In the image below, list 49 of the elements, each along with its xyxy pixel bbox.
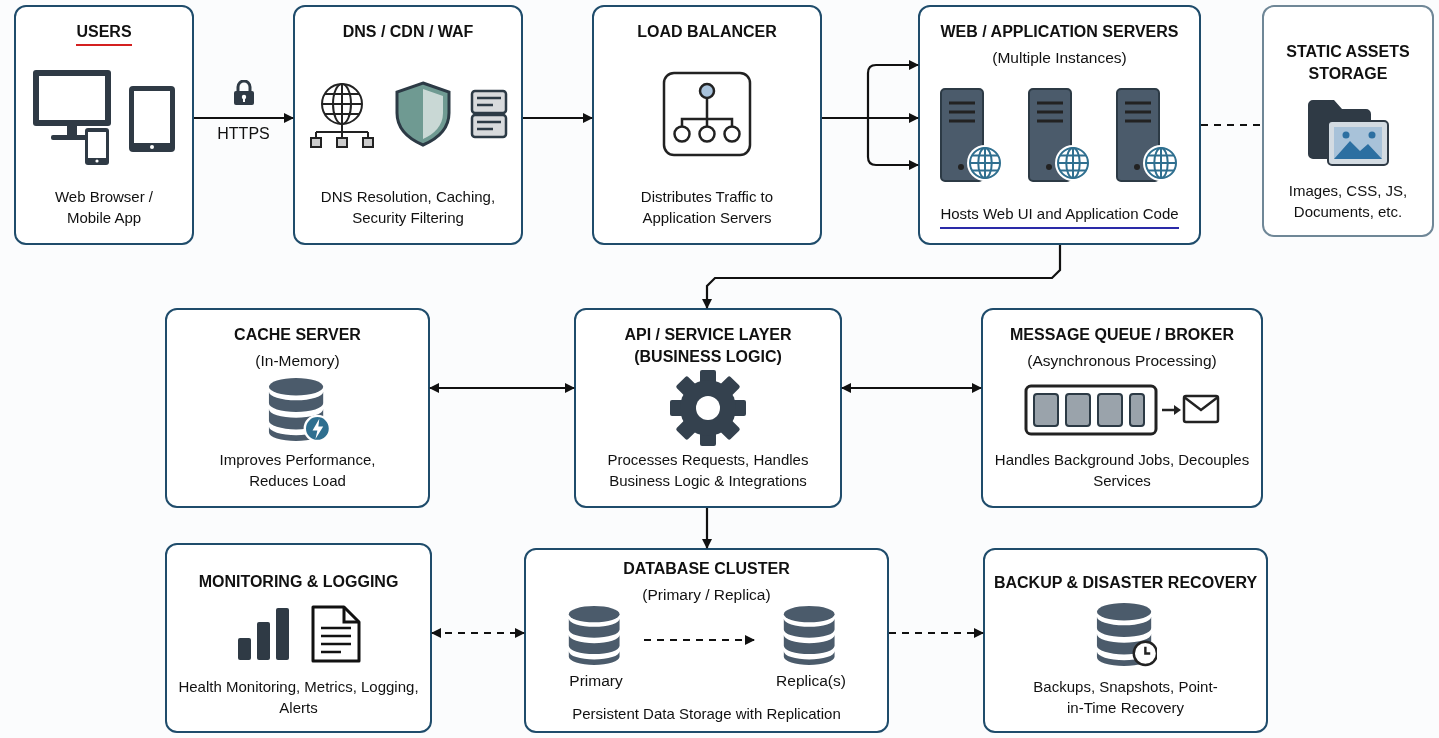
arrow xyxy=(429,383,575,393)
box-description: Persistent Data Storage with Replication xyxy=(572,704,841,725)
box-title: DATABASE CLUSTER xyxy=(623,559,790,579)
component-box xyxy=(165,543,432,733)
box-description: Processes Requests, Handles Business Logic & Integrations xyxy=(606,449,810,492)
database-label: Replica(s) xyxy=(776,671,846,690)
box-description: Improves Performance, Reduces Load xyxy=(218,449,377,492)
box-title: STATIC ASSETS STORAGE xyxy=(1285,42,1411,84)
box-title: DNS / CDN / WAF xyxy=(342,22,474,42)
box-description: Handles Background Jobs, Decouples Services xyxy=(993,449,1251,492)
box-description: Distributes Traffic to Application Servers xyxy=(639,186,775,229)
box-title: BACKUP & DISASTER RECOVERY xyxy=(993,573,1258,593)
box-title: USERS xyxy=(76,21,132,46)
box-subtitle: (In-Memory) xyxy=(255,350,340,371)
arrow xyxy=(841,383,982,393)
branching-arrow xyxy=(822,60,919,170)
component-box xyxy=(165,308,430,508)
box-description: Health Monitoring, Metrics, Logging, Alerts xyxy=(177,676,420,719)
arrow xyxy=(523,113,593,123)
box-description: Images, CSS, JS, Documents, etc. xyxy=(1287,180,1409,223)
component-box xyxy=(293,5,523,245)
box-description: DNS Resolution, Caching, Security Filtering xyxy=(319,186,497,229)
arrow xyxy=(702,245,1062,309)
component-box xyxy=(1262,5,1434,237)
component-box xyxy=(14,5,194,245)
box-title: LOAD BALANCER xyxy=(637,22,777,42)
arrow xyxy=(644,635,755,645)
database-label: Primary xyxy=(569,671,623,690)
component-box xyxy=(981,308,1263,508)
arrow xyxy=(702,508,712,549)
box-title: MONITORING & LOGGING xyxy=(198,572,399,592)
arrow xyxy=(431,628,525,638)
component-box xyxy=(592,5,822,245)
box-description: Backups, Snapshots, Point-in-Time Recovery xyxy=(1032,676,1219,719)
box-description: Web Browser / Mobile App xyxy=(53,186,155,229)
arrow xyxy=(194,113,294,123)
box-title: MESSAGE QUEUE / BROKER xyxy=(1010,325,1234,345)
box-subtitle: (Multiple Instances) xyxy=(992,47,1127,68)
box-subtitle: (Primary / Replica) xyxy=(642,584,771,605)
box-title: WEB / APPLICATION SERVERS xyxy=(940,22,1179,42)
box-title: CACHE SERVER xyxy=(234,325,361,345)
box-title: API / SERVICE LAYER (BUSINESS LOGIC) xyxy=(623,325,793,367)
component-box xyxy=(983,548,1268,733)
box-description: Hosts Web UI and Application Code xyxy=(940,203,1179,229)
component-box xyxy=(524,548,889,733)
arrow xyxy=(889,628,984,638)
box-subtitle: (Asynchronous Processing) xyxy=(1027,350,1217,371)
component-box xyxy=(574,308,842,508)
component-box xyxy=(918,5,1201,245)
